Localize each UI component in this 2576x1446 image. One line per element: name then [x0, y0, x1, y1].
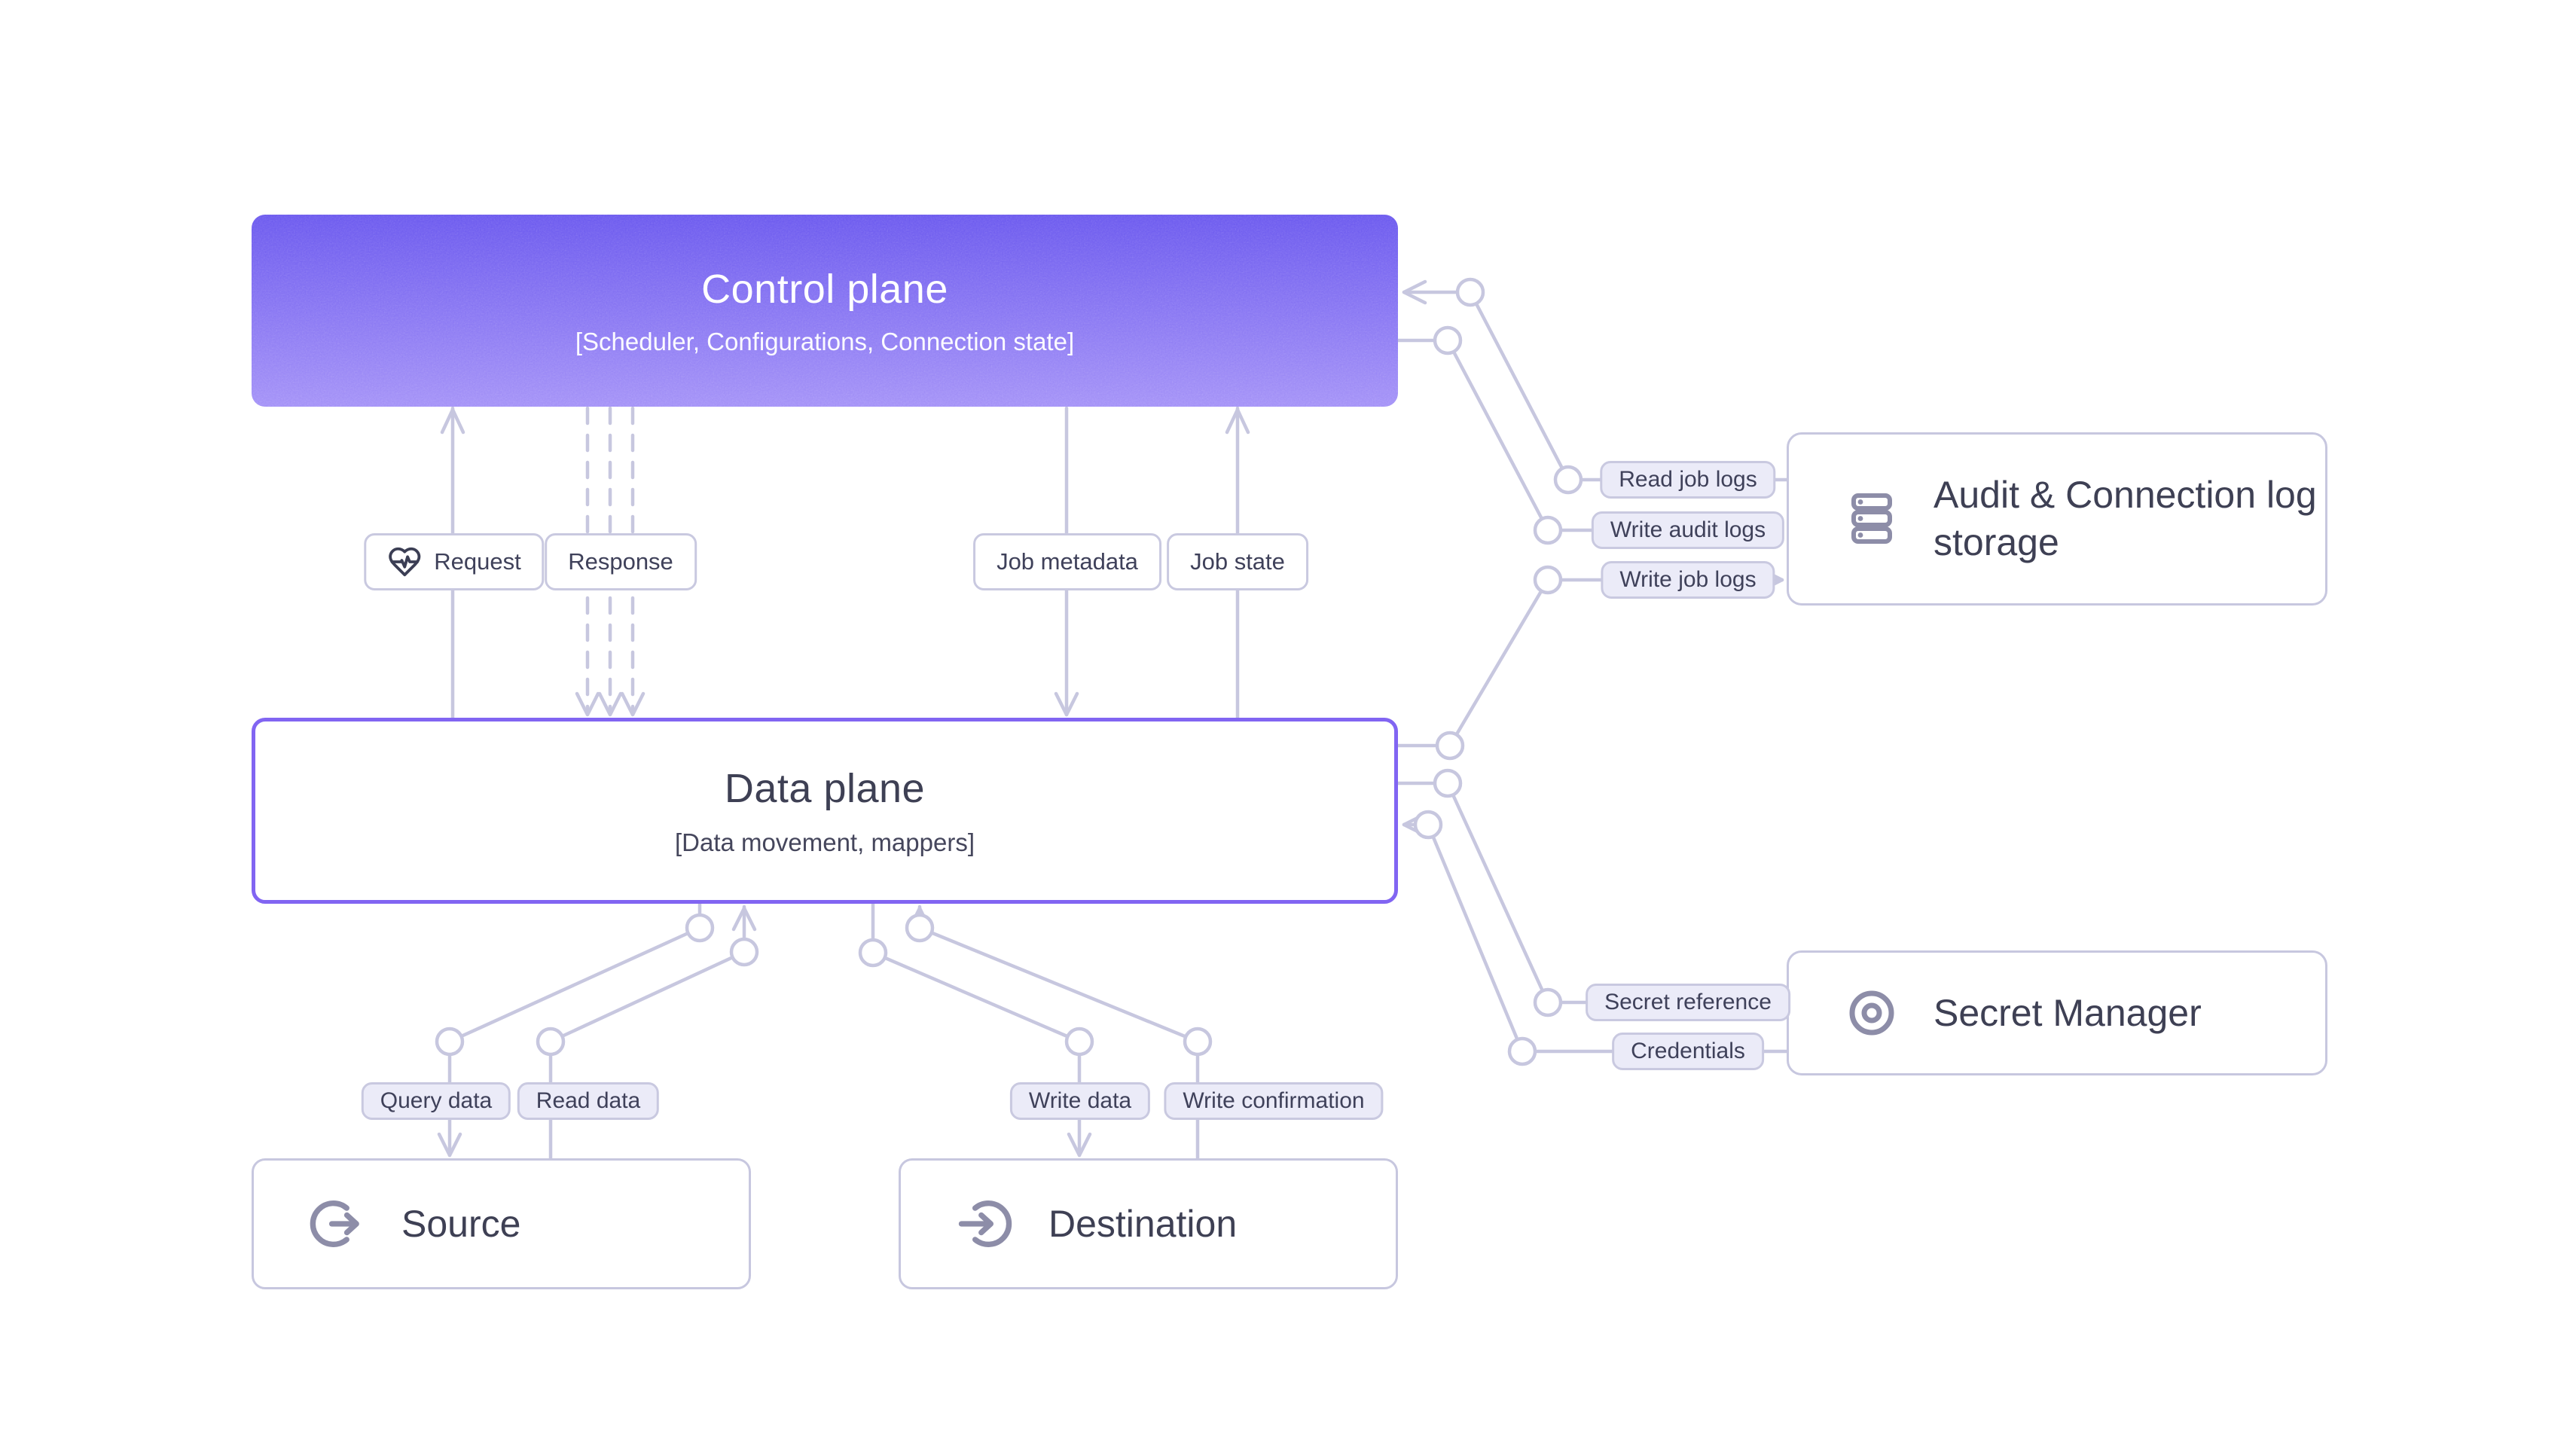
control-plane-subtitle: [Scheduler, Configurations, Connection s… — [575, 327, 1075, 355]
edge-label-query-data: Query data — [361, 1082, 511, 1120]
edge-label-text: Read job logs — [1619, 467, 1757, 492]
secret-manager-title: Secret Manager — [1934, 991, 2202, 1034]
edge-response-dashed-lines — [585, 406, 635, 716]
arrow-up-icon — [1225, 407, 1250, 435]
edge-label-text: Query data — [380, 1088, 493, 1113]
edge-label-request: Request — [364, 533, 545, 590]
secret-manager-node: Secret Manager — [1787, 950, 2327, 1075]
edge-label-job-metadata: Job metadata — [973, 533, 1161, 590]
control-plane-node: Control plane [Scheduler, Configurations… — [252, 215, 1398, 407]
arrow-down-icon — [620, 691, 646, 717]
edge-label-response: Response — [545, 533, 697, 590]
junction-nodes — [435, 277, 1583, 1066]
arrow-up-icon — [731, 906, 757, 932]
audit-log-storage-node: Audit & Connection log storage — [1787, 432, 2327, 606]
edge-label-text: Secret reference — [1604, 990, 1772, 1014]
edge-label-text: Write data — [1028, 1088, 1132, 1113]
server-stack-icon — [1851, 493, 1892, 544]
data-plane-title: Data plane — [724, 765, 926, 811]
edge-label-text: Read data — [536, 1088, 641, 1113]
edge-write-audit-logs-line — [1396, 338, 1784, 532]
edge-label-write-data: Write data — [1009, 1082, 1151, 1120]
bullseye-icon — [1849, 990, 1894, 1036]
arrow-up-icon — [440, 407, 465, 435]
edge-label-credentials: Credentials — [1612, 1033, 1764, 1070]
edge-label-read-job-logs: Read job logs — [1600, 461, 1776, 499]
arrow-down-icon — [1067, 1132, 1092, 1158]
edge-label-text: Write job logs — [1619, 567, 1757, 592]
edge-label-read-data: Read data — [517, 1082, 660, 1120]
edge-label-text: Job metadata — [997, 548, 1138, 575]
destination-title: Destination — [1048, 1202, 1238, 1245]
edge-label-secret-reference: Secret reference — [1586, 984, 1790, 1021]
edge-label-text: Request — [434, 548, 521, 575]
source-node: Source — [252, 1158, 751, 1289]
edge-read-job-logs-line — [1402, 290, 1789, 482]
destination-node: Destination — [899, 1158, 1398, 1289]
edge-read-data-line — [548, 905, 746, 1161]
edge-label-text: Response — [568, 548, 673, 575]
arrow-down-icon — [575, 691, 600, 717]
edge-label-job-state: Job state — [1167, 533, 1308, 590]
edge-label-text: Write audit logs — [1610, 517, 1766, 542]
edge-label-text: Job state — [1190, 548, 1285, 575]
heart-pulse-icon — [389, 547, 421, 577]
data-plane-subtitle: [Data movement, mappers] — [675, 828, 975, 856]
arrow-left-icon — [1402, 279, 1427, 305]
edge-label-text: Write confirmation — [1183, 1088, 1365, 1113]
edge-label-write-confirmation: Write confirmation — [1164, 1082, 1384, 1120]
edge-label-write-job-logs: Write job logs — [1601, 561, 1775, 599]
edge-label-write-audit-logs: Write audit logs — [1591, 511, 1785, 549]
control-plane-title: Control plane — [701, 266, 948, 312]
arrow-into-circle-icon — [958, 1200, 1012, 1247]
audit-log-storage-title: Audit & Connection log storage — [1934, 474, 2317, 563]
edge-write-job-logs-line — [1396, 578, 1784, 748]
data-plane-node: Data plane [Data movement, mappers] — [252, 718, 1398, 904]
arrow-out-of-circle-icon — [310, 1200, 359, 1247]
arrow-down-icon — [1054, 691, 1079, 717]
arrow-down-icon — [437, 1132, 462, 1158]
arrow-down-icon — [597, 691, 623, 717]
source-title: Source — [401, 1202, 521, 1245]
edge-label-text: Credentials — [1631, 1039, 1745, 1063]
